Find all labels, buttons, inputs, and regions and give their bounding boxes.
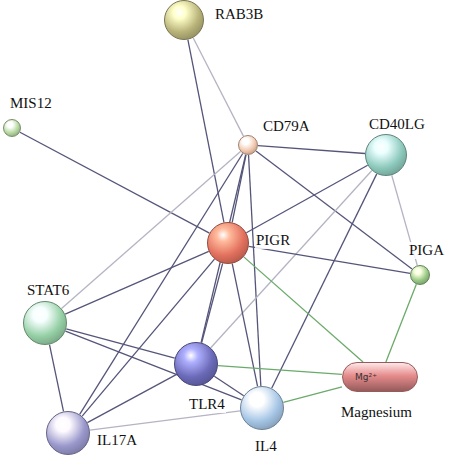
protein-node: MIS12	[3, 119, 21, 137]
interaction-line	[50, 345, 64, 412]
interaction-line	[193, 38, 243, 136]
sphere	[240, 386, 284, 430]
compound-symbol: Mg²⁺	[355, 372, 377, 382]
node-label: PIGR	[255, 232, 291, 249]
sphere	[46, 411, 90, 455]
sphere	[410, 265, 430, 285]
interaction-line	[249, 246, 410, 273]
sphere	[238, 135, 258, 155]
interaction-line	[214, 376, 243, 396]
interaction-line	[82, 259, 214, 416]
interaction-line	[90, 411, 240, 430]
interaction-line	[66, 329, 175, 358]
protein-node: PIGA	[410, 265, 430, 285]
node-label: RAB3B	[214, 6, 264, 23]
interaction-line	[258, 146, 365, 154]
interaction-line	[65, 251, 209, 314]
interaction-line	[246, 165, 367, 233]
protein-node: PIGR	[207, 222, 249, 264]
sphere	[164, 0, 204, 40]
node-label: STAT6	[26, 282, 70, 299]
sphere	[3, 119, 21, 137]
interaction-line	[80, 153, 243, 414]
interaction-line	[20, 132, 210, 233]
sphere	[174, 342, 218, 386]
sphere	[207, 222, 249, 264]
node-label: MIS12	[9, 95, 53, 112]
protein-node: TLR4	[174, 342, 218, 386]
node-label: PIGA	[408, 242, 445, 259]
interaction-line	[65, 331, 241, 400]
interaction-line	[272, 174, 377, 388]
protein-node: IL17A	[46, 411, 90, 455]
node-label: CD79A	[262, 118, 311, 135]
protein-node: STAT6	[23, 301, 67, 345]
node-label: IL17A	[96, 432, 138, 449]
sphere	[365, 134, 407, 176]
compound-node: Mg²⁺Magnesium	[342, 362, 418, 392]
interaction-line	[87, 374, 176, 422]
pill-shape	[342, 362, 418, 392]
interaction-line	[218, 366, 342, 375]
protein-node: RAB3B	[164, 0, 204, 40]
sphere	[23, 301, 67, 345]
node-label: TLR4	[188, 396, 226, 413]
interaction-line	[188, 40, 224, 223]
node-label: Magnesium	[340, 404, 413, 421]
protein-node: CD40LG	[365, 134, 407, 176]
protein-node: IL4	[240, 386, 284, 430]
protein-node: CD79A	[238, 135, 258, 155]
interaction-line	[202, 263, 223, 342]
node-label: IL4	[254, 438, 278, 455]
interaction-line	[386, 284, 416, 362]
interaction-line	[283, 387, 342, 402]
interaction-line	[244, 257, 363, 362]
node-label: CD40LG	[368, 116, 426, 133]
